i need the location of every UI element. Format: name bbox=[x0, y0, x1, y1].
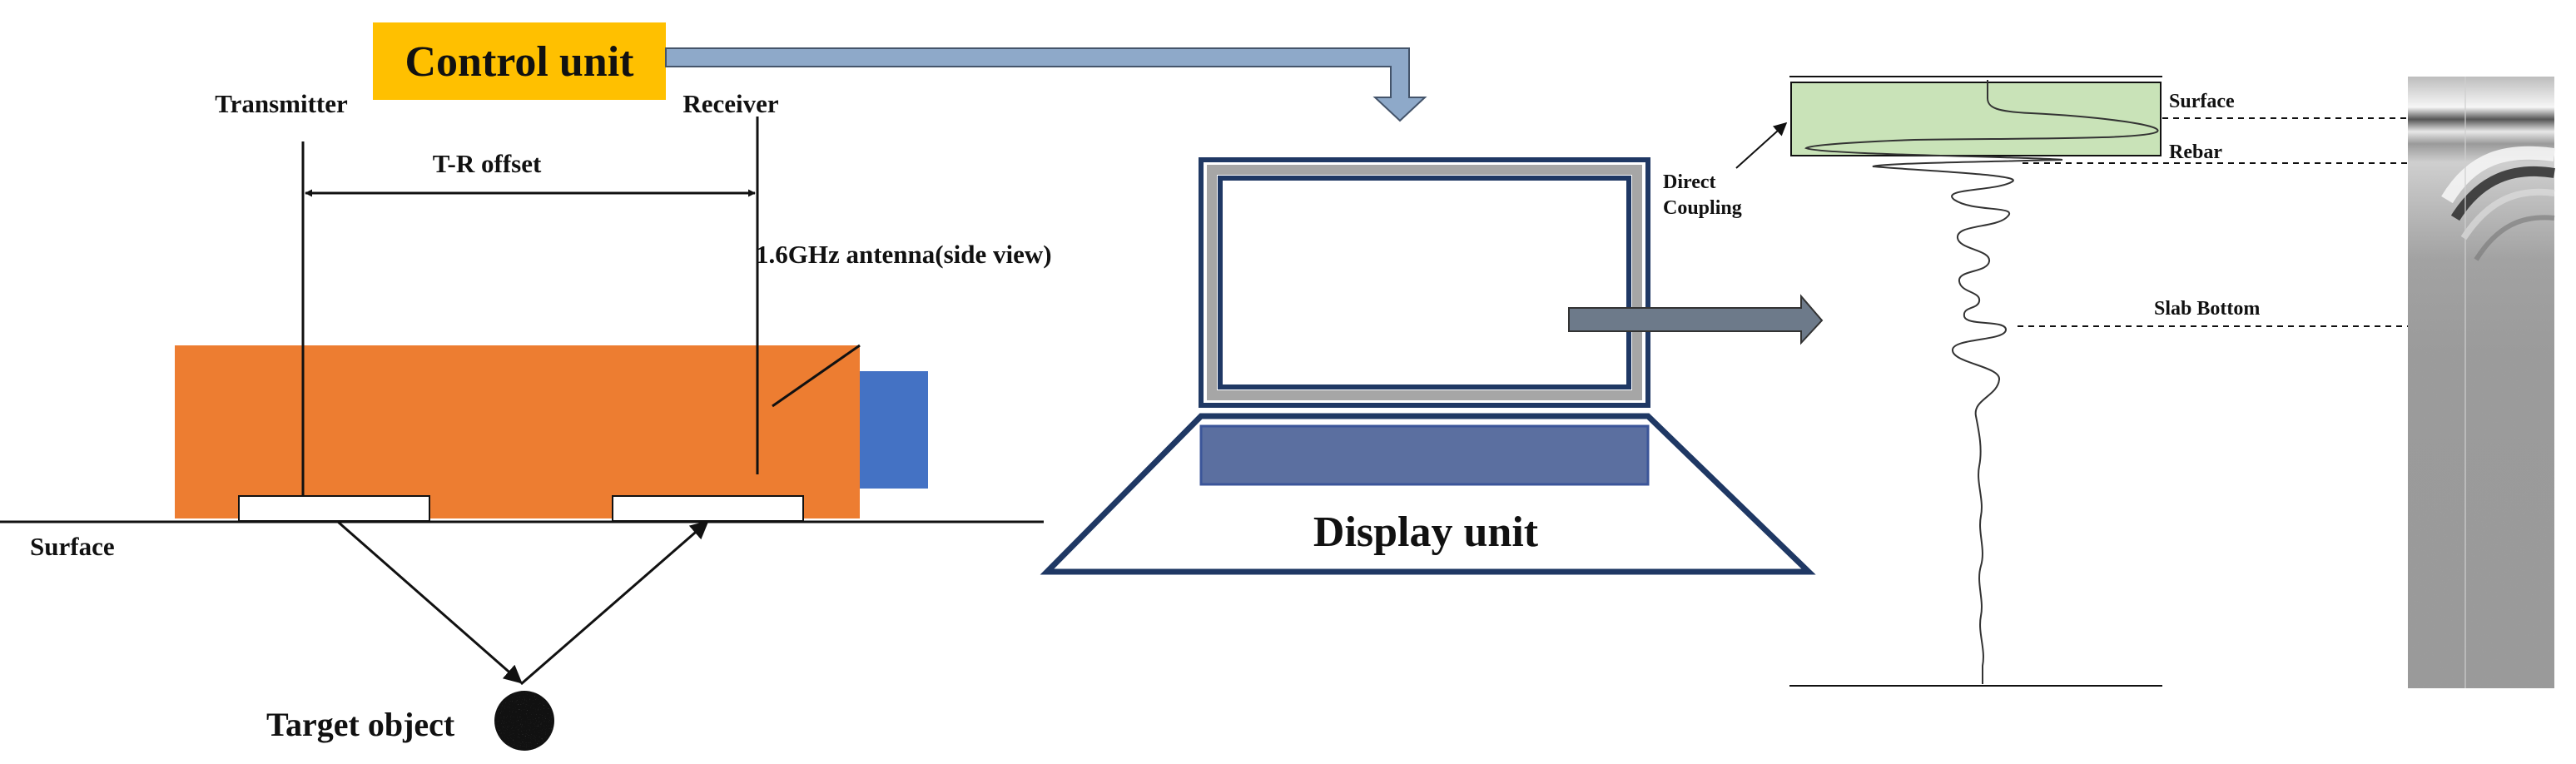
display-unit-label: Display unit bbox=[1313, 509, 1539, 556]
rebar-label: Rebar bbox=[2169, 141, 2222, 163]
direct-coupling-label-1: Direct bbox=[1663, 171, 1716, 193]
antenna-schematic: Control unit Transmitter Receiver T-R of… bbox=[0, 22, 1427, 751]
control-unit-label: Control unit bbox=[405, 38, 635, 86]
laptop-keyboard bbox=[1199, 424, 1650, 486]
slab-bottom-label: Slab Bottom bbox=[2154, 298, 2260, 320]
receiver-label: Receiver bbox=[682, 89, 779, 118]
laptop-icon: Display unit bbox=[1040, 157, 1816, 575]
transmitter-element bbox=[238, 495, 430, 522]
antenna-connector bbox=[860, 371, 928, 489]
antenna-leader-line bbox=[772, 344, 861, 408]
control-to-display-arrow bbox=[665, 47, 1427, 122]
direct-coupling-label-2: Coupling bbox=[1663, 197, 1742, 219]
antenna-label: 1.6GHz antenna(side view) bbox=[756, 240, 1052, 269]
control-unit-box bbox=[373, 22, 666, 100]
surface-label-right: Surface bbox=[2169, 91, 2235, 112]
incident-ray bbox=[337, 520, 523, 684]
waveform-panel: Direct Coupling Surface Rebar Slab Botto… bbox=[1663, 76, 2408, 687]
transmitter-label: Transmitter bbox=[215, 89, 348, 118]
receiver-element bbox=[612, 495, 804, 522]
radargram-image bbox=[2408, 77, 2556, 688]
reflected-ray bbox=[520, 520, 709, 686]
target-object-label: Target object bbox=[266, 706, 455, 743]
surface-label-left: Surface bbox=[30, 532, 115, 561]
target-object-icon bbox=[494, 691, 554, 751]
direct-coupling-pointer bbox=[1735, 122, 1788, 169]
antenna-body bbox=[175, 345, 860, 518]
a-scan-waveform bbox=[1804, 80, 2159, 684]
display-to-waveform-arrow bbox=[1568, 294, 1824, 345]
tr-offset-label: T-R offset bbox=[433, 149, 542, 178]
